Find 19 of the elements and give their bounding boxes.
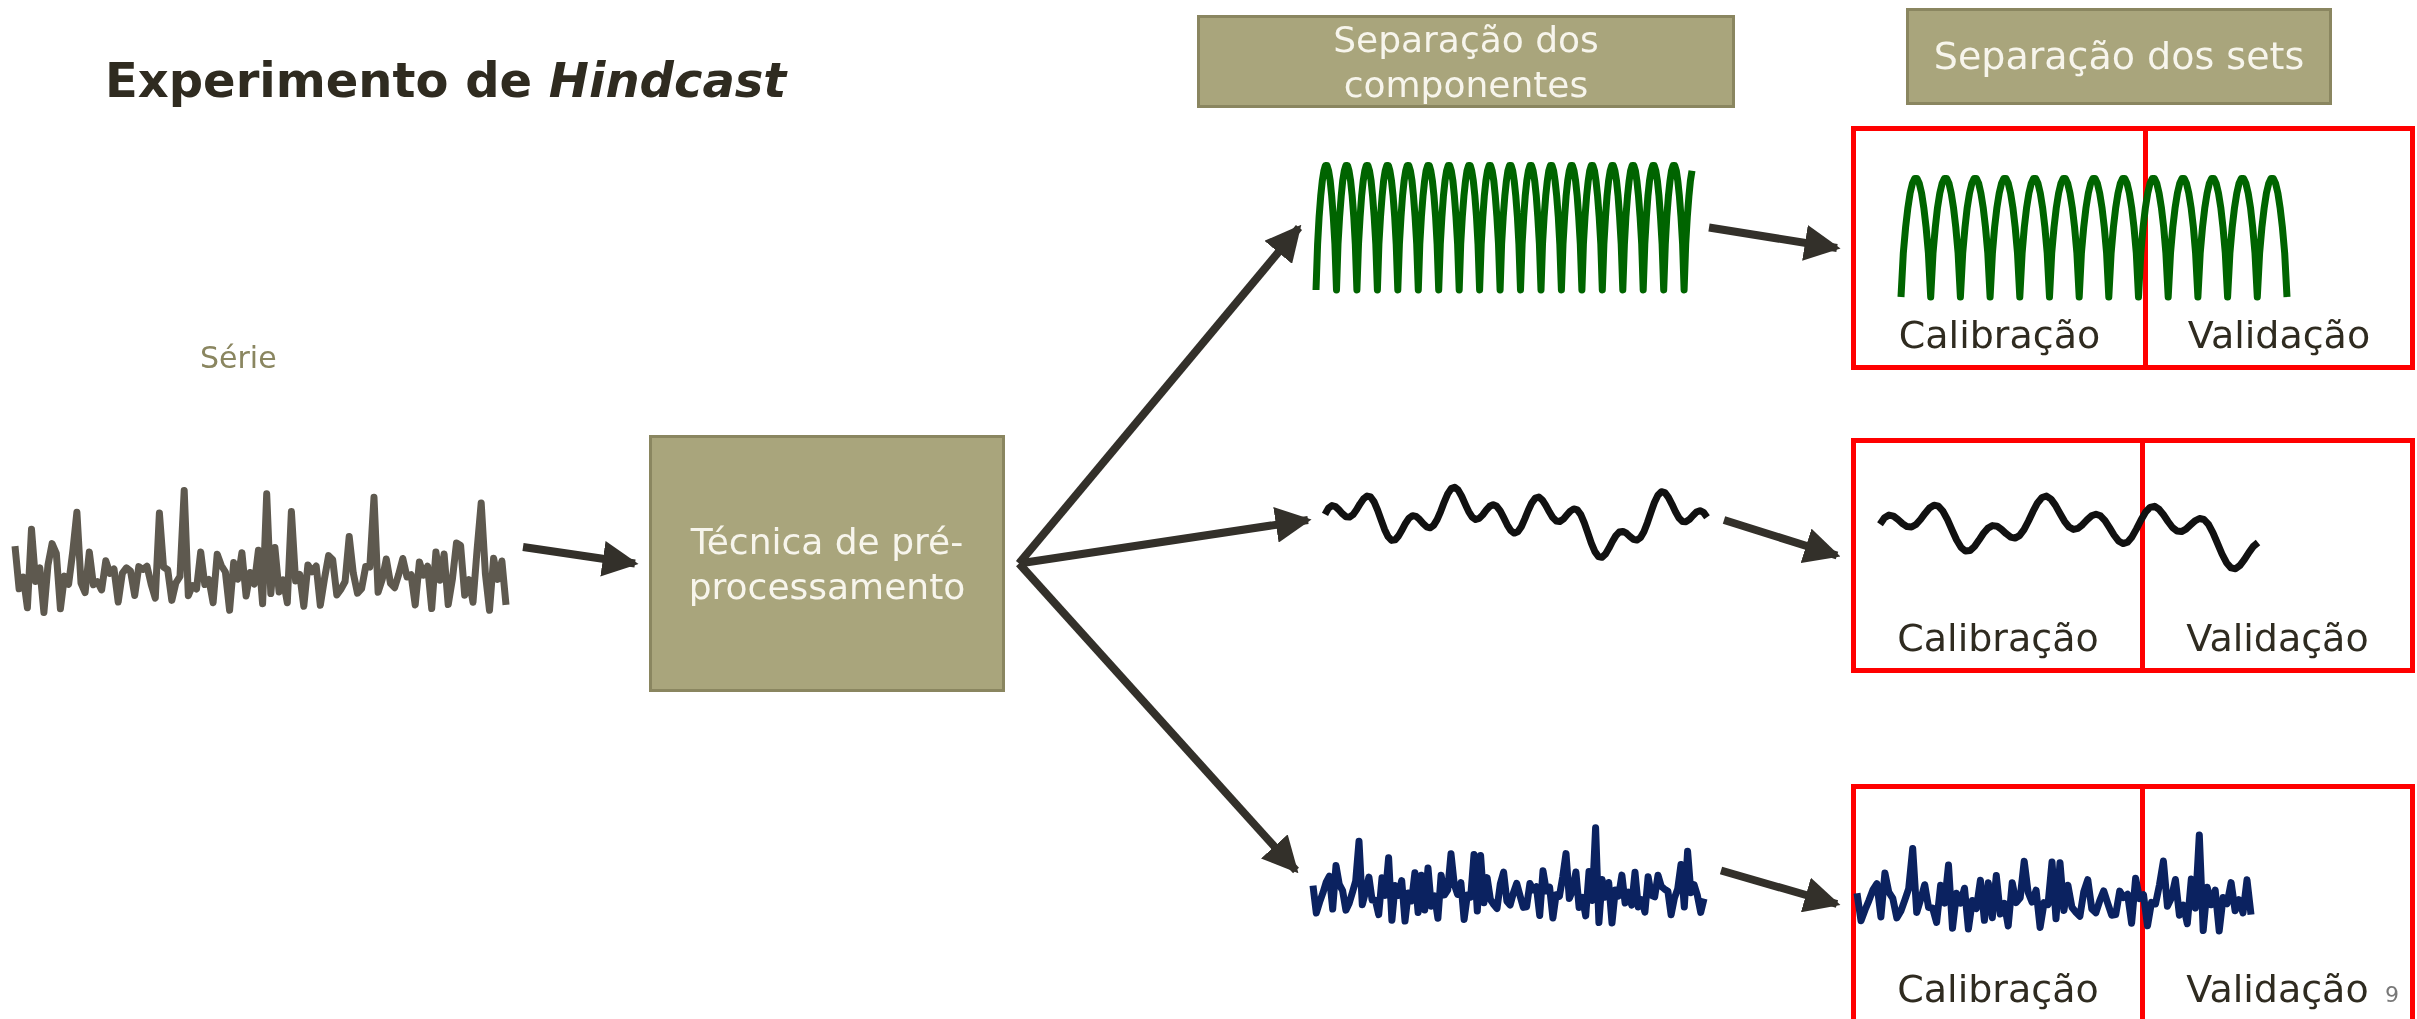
time-series-line bbox=[1898, 175, 2290, 300]
set-label: Calibração bbox=[1897, 616, 2099, 662]
arrow bbox=[1708, 223, 1841, 261]
process-box: Separação dos componentes bbox=[1197, 15, 1735, 108]
arrow bbox=[1719, 866, 1841, 913]
set-label: Calibração bbox=[1897, 967, 2099, 1013]
set-label: Validação bbox=[2187, 313, 2371, 359]
process-box: Técnica de pré-processamento bbox=[649, 435, 1005, 692]
slide-title: Experimento de Hindcast bbox=[105, 52, 787, 108]
set-label: Validação bbox=[2186, 616, 2369, 662]
arrow bbox=[1016, 560, 1299, 874]
set-label: Calibração bbox=[1898, 313, 2101, 359]
page-number: 9 bbox=[2385, 982, 2399, 1007]
arrow bbox=[1722, 516, 1841, 563]
series-caption: Série bbox=[200, 340, 277, 375]
process-box: Separação dos sets bbox=[1906, 8, 2332, 105]
arrow bbox=[522, 540, 639, 577]
time-series-line bbox=[1313, 162, 1695, 293]
set-label: Validação bbox=[2186, 967, 2369, 1013]
